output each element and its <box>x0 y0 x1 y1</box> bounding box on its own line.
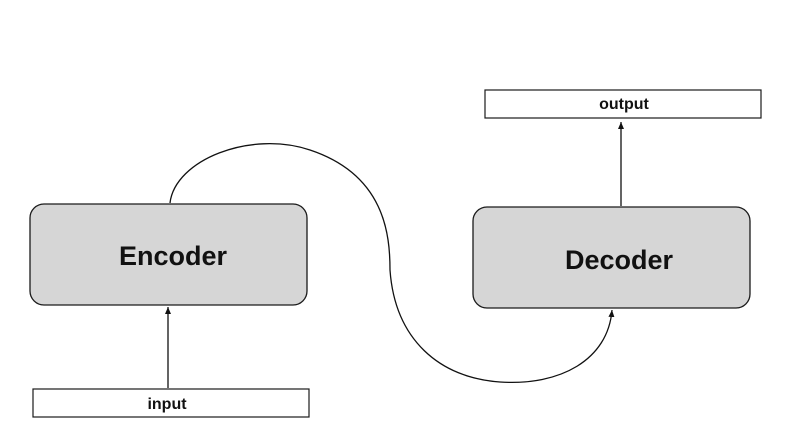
output-label: output <box>599 96 649 113</box>
edge-encoder-to-decoder <box>169 143 615 384</box>
encoder-node: Encoder <box>29 203 308 306</box>
encoder-label: Encoder <box>119 241 228 271</box>
output-box: output <box>484 89 762 119</box>
decoder-node: Decoder <box>472 206 751 309</box>
decoder-label: Decoder <box>565 245 674 275</box>
input-box: input <box>32 388 310 418</box>
input-label: input <box>147 396 187 413</box>
